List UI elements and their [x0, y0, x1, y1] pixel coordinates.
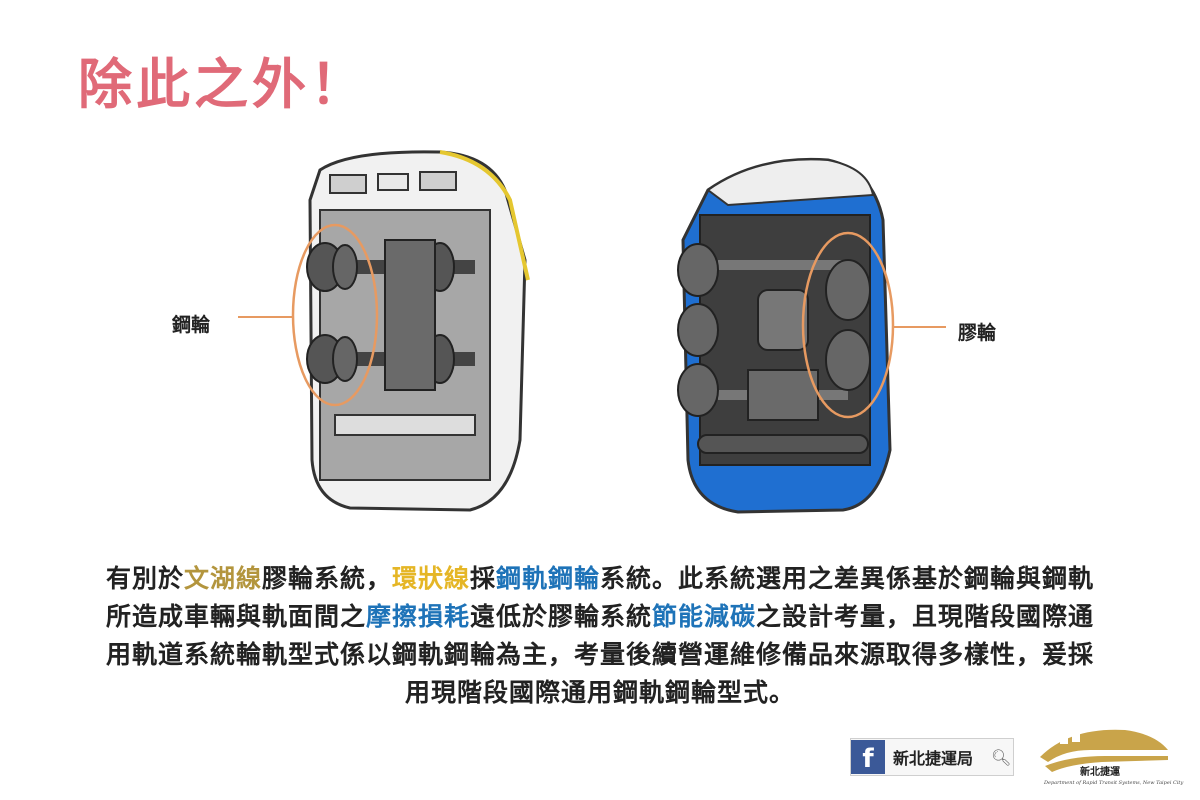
- facebook-page-name: 新北捷運局: [893, 749, 974, 768]
- highlight-circular-line: 環狀線: [391, 564, 470, 593]
- rubber-tire-bogie-illustration: [677, 157, 895, 514]
- text-segment: 系統。此系統選用之差異係基於鋼輪與鋼軌所造成車輛與軌面間之: [105, 564, 1095, 631]
- org-logo-subtitle: Department of Rapid Transit Systems, New…: [1044, 780, 1184, 786]
- page-title: 除此之外！: [78, 53, 368, 116]
- highlight-energy-saving: 節能減碳: [652, 602, 757, 631]
- highlight-steel-rail-wheel: 鋼軌鋼輪: [496, 564, 601, 593]
- highlight-friction-loss: 摩擦損耗: [365, 602, 470, 631]
- rubber-tire-leader-line: [892, 326, 946, 328]
- text-segment: 有別於: [105, 564, 184, 593]
- steel-wheel-leader-line: [238, 316, 293, 318]
- highlight-wenhu-line: 文湖線: [183, 564, 262, 593]
- org-logo-name: 新北捷運: [1080, 767, 1120, 778]
- text-segment: 遠低於膠輪系統: [469, 602, 652, 631]
- description-paragraph: 有別於文湖線膠輪系統，環狀線採鋼軌鋼輪系統。此系統選用之差異係基於鋼輪與鋼軌所造…: [95, 560, 1105, 712]
- steel-wheel-label: 鋼輪: [172, 314, 211, 336]
- text-segment: 之設計考量，且現階段國際通用軌道系統輪軌型式係以鋼軌鋼輪為主，考量後續營運維修備…: [105, 602, 1095, 707]
- search-icon: 🔍︎: [991, 747, 1012, 767]
- steel-wheel-bogie-illustration: [291, 150, 530, 512]
- facebook-icon: f: [851, 740, 885, 774]
- rubber-tire-label: 膠輪: [958, 322, 997, 344]
- facebook-page-badge[interactable]: f 新北捷運局 🔍︎: [850, 738, 1014, 776]
- text-segment: 膠輪系統，: [261, 564, 392, 593]
- metro-train-logo: [1040, 729, 1168, 772]
- text-segment: 採: [470, 564, 497, 593]
